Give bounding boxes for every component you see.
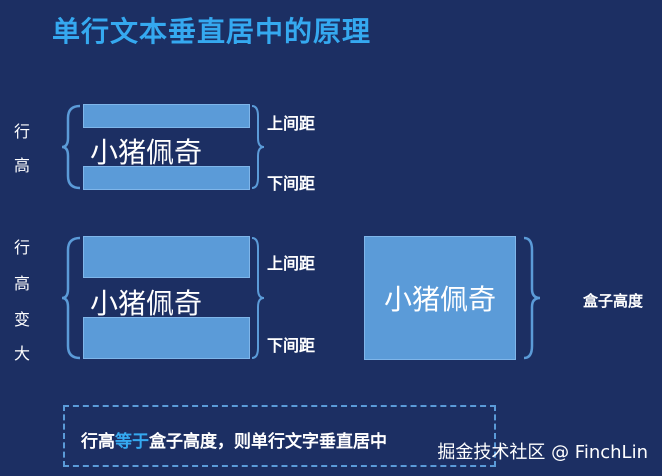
section1-bottom-spacing-bar bbox=[83, 166, 250, 190]
section2-vlabel-2: 高 bbox=[13, 274, 30, 293]
section1-vlabel-2: 高 bbox=[13, 156, 30, 175]
section2-vlabel-4: 大 bbox=[13, 344, 30, 363]
section2-top-label: 上间距 bbox=[267, 254, 316, 273]
conclusion-highlight: 等于 bbox=[115, 432, 149, 452]
section1-bottom-label: 下间距 bbox=[267, 174, 316, 193]
section2-vlabel-1: 行 bbox=[13, 238, 30, 257]
section1-top-label: 上间距 bbox=[267, 114, 316, 133]
section2-text: 小猪佩奇 bbox=[90, 287, 203, 320]
watermark: 掘金技术社区 @ FinchLin bbox=[437, 442, 648, 463]
section1-right-brace-icon bbox=[251, 105, 265, 189]
page-title: 单行文本垂直居中的原理 bbox=[52, 15, 372, 48]
section2-vlabel-3: 变 bbox=[13, 310, 30, 329]
section2-bottom-spacing-bar bbox=[83, 317, 250, 359]
section1-top-spacing-bar bbox=[83, 104, 250, 128]
section2-left-brace-icon bbox=[61, 236, 81, 360]
section2-top-spacing-bar bbox=[83, 236, 250, 278]
section1-vlabel-1: 行 bbox=[13, 122, 30, 141]
box-diagram: 小猪佩奇 bbox=[364, 236, 516, 360]
section1-text: 小猪佩奇 bbox=[90, 136, 203, 169]
box-right-brace-icon bbox=[523, 236, 541, 360]
conclusion-part2: 盒子高度，则单行文字垂直居中 bbox=[149, 432, 387, 452]
section2-right-brace-icon bbox=[251, 237, 265, 359]
section1-left-brace-icon bbox=[61, 104, 81, 190]
conclusion-note: 行高等于盒子高度，则单行文字垂直居中 bbox=[63, 405, 496, 467]
box-height-label: 盒子高度 bbox=[583, 292, 644, 310]
conclusion-text: 行高等于盒子高度，则单行文字垂直居中 bbox=[81, 427, 387, 452]
box-text: 小猪佩奇 bbox=[383, 283, 496, 316]
conclusion-part1: 行高 bbox=[81, 432, 115, 452]
section2-bottom-label: 下间距 bbox=[267, 336, 316, 355]
